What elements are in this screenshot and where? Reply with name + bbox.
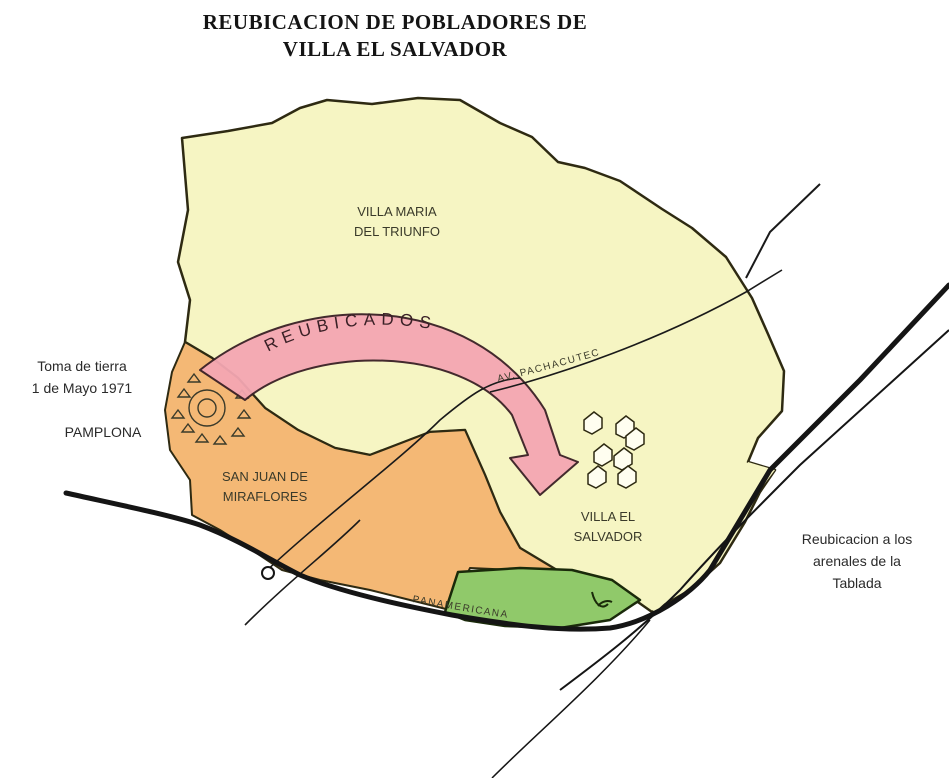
reubicacion-label-3: Tablada	[832, 575, 881, 591]
road-diagonal-south	[244, 519, 361, 626]
tablada-strip	[640, 462, 775, 612]
road-north-diagonal	[745, 183, 821, 279]
green-zone-mark	[591, 591, 613, 608]
villa-maria-label-2: DEL TRIUNFO	[354, 224, 440, 239]
road-av-pachacutec	[489, 269, 783, 393]
san-juan-area	[164, 341, 561, 611]
pamplona-label: PAMPLONA	[65, 424, 142, 440]
road-coastal	[559, 329, 949, 691]
road-diagonal-west	[261, 377, 521, 576]
san-juan-label-2: MIRAFLORES	[223, 489, 308, 504]
road-panamericana	[63, 282, 949, 632]
villa-maria-label-1: VILLA MARIA	[357, 204, 437, 219]
houses-icon	[583, 411, 645, 489]
reubicacion-label-2: arenales de la	[813, 553, 901, 569]
toma-de-tierra-label-1: Toma de tierra	[37, 358, 127, 374]
road-east-minor	[491, 619, 651, 778]
villa-el-salvador-label-1: VILLA EL	[581, 509, 635, 524]
reubicacion-label-1: Reubicacion a los	[802, 531, 913, 547]
toma-de-tierra-label-2: 1 de Mayo 1971	[32, 380, 133, 396]
villa-el-salvador-label-2: SALVADOR	[574, 529, 643, 544]
reubicados-arrow	[199, 313, 579, 496]
map-title-line-2: VILLA EL SALVADOR	[282, 37, 508, 61]
map-title-line-1: REUBICACION DE POBLADORES DE	[202, 10, 588, 34]
roundabout-icon	[261, 566, 275, 580]
san-juan-label-1: SAN JUAN DE	[222, 469, 308, 484]
